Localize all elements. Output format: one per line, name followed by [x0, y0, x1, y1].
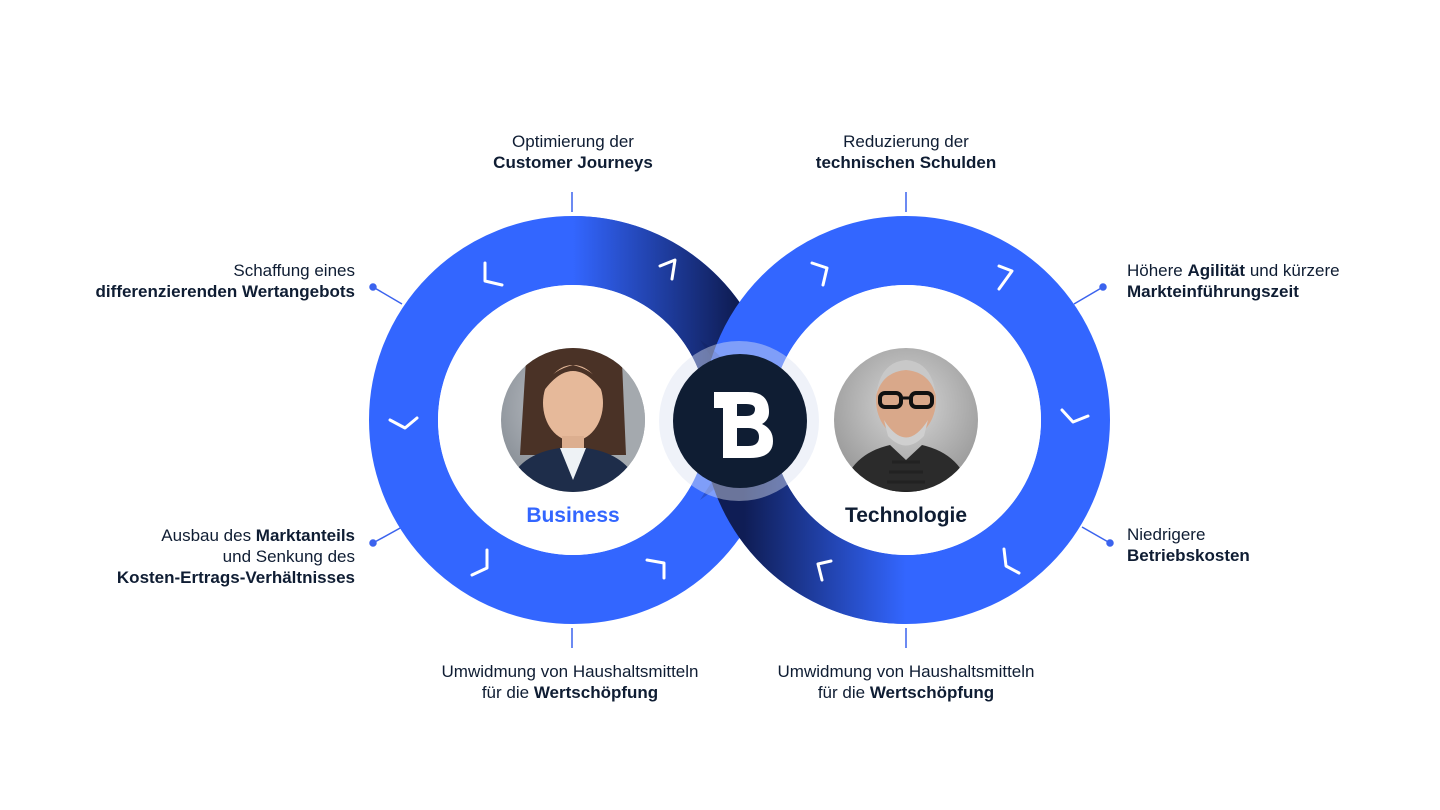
- label-tech-debt: Reduzierung der technischen Schulden: [815, 132, 997, 172]
- technology-ring-title: Technologie: [844, 504, 968, 527]
- label-value-proposition: Schaffung eines differenzierenden Wertan…: [95, 261, 355, 301]
- logo-b-icon: [659, 341, 819, 501]
- label-budget-business: Umwidmung von Haushaltsmitteln für die W…: [441, 662, 699, 702]
- label-customer-journeys: Optimierung der Customer Journeys: [493, 132, 653, 172]
- label-market-share: Ausbau des Marktanteils und Senkung des …: [116, 526, 355, 587]
- direction-chevrons: [388, 258, 1090, 582]
- label-operating-costs: Niedrigere Betriebskosten: [1127, 525, 1250, 565]
- connector-lines: [369, 192, 1114, 648]
- label-agility: Höhere Agilität und kürzere Markteinführ…: [1127, 261, 1340, 301]
- business-ring-title: Business: [526, 504, 620, 527]
- label-budget-tech: Umwidmung von Haushaltsmitteln für die W…: [777, 662, 1035, 702]
